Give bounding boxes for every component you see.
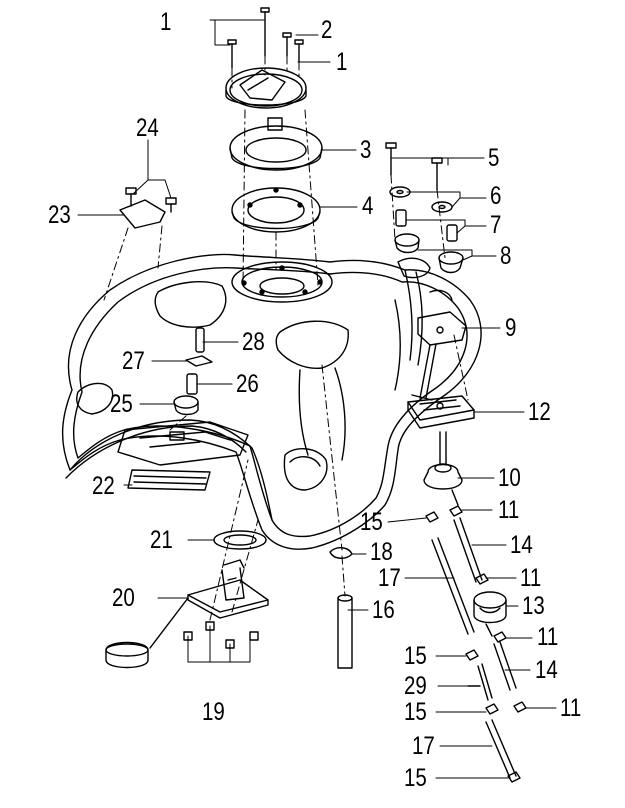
callout-16: 16	[372, 596, 395, 624]
callout-11-a: 11	[498, 496, 520, 524]
callout-15-a: 15	[360, 508, 383, 536]
gasket	[231, 187, 321, 233]
callout-11-b: 11	[520, 564, 542, 592]
callout-19: 19	[202, 698, 225, 726]
callout-14-a: 14	[510, 531, 533, 559]
callout-20: 20	[112, 584, 135, 612]
callout-17-b: 17	[412, 732, 435, 760]
callout-28: 28	[242, 328, 265, 356]
callout-21: 21	[150, 526, 173, 554]
alignment-lines-right	[390, 174, 469, 401]
sender-nuts	[183, 621, 259, 649]
cap-screws	[227, 7, 304, 69]
callout-2: 2	[321, 16, 333, 44]
callout-23: 23	[48, 201, 71, 229]
rear-mount-hardware	[173, 327, 213, 416]
callout-26: 26	[236, 370, 259, 398]
callout-22: 22	[92, 472, 115, 500]
callout-24: 24	[136, 114, 159, 142]
fuel-hoses	[431, 517, 517, 779]
callout-12: 12	[528, 398, 551, 426]
callout-29: 29	[404, 672, 427, 700]
fuel-filter	[473, 591, 507, 637]
leader-lines	[77, 19, 557, 779]
callout-1-right: 1	[336, 48, 348, 76]
fuel-cap	[225, 67, 307, 109]
fuel-sender	[105, 530, 269, 669]
washers	[389, 186, 453, 213]
callout-11-d: 11	[560, 694, 582, 722]
alignment-lines-center	[231, 55, 319, 286]
callout-14-b: 14	[535, 656, 558, 684]
callout-18: 18	[370, 538, 393, 566]
callout-13: 13	[522, 592, 545, 620]
breather-tube	[329, 547, 353, 669]
callout-10: 10	[498, 464, 521, 492]
callout-1-top: 1	[160, 8, 172, 36]
foot-pad	[407, 395, 475, 429]
callout-6: 6	[490, 182, 502, 210]
callout-15-d: 15	[404, 764, 427, 792]
callout-15-b: 15	[404, 642, 427, 670]
fuel-tank	[61, 253, 482, 550]
callout-9: 9	[505, 314, 517, 342]
alignment-lines-breather	[321, 364, 346, 597]
callout-5: 5	[488, 144, 500, 172]
alignment-lines-left	[103, 225, 259, 621]
callout-15-c: 15	[404, 698, 427, 726]
callout-3: 3	[360, 136, 372, 164]
front-bracket	[119, 187, 177, 229]
mount-bolts	[385, 142, 443, 191]
callout-25: 25	[110, 390, 133, 418]
cap-ring	[229, 117, 323, 171]
rubber-grommets	[394, 233, 464, 274]
under-tray	[117, 421, 249, 466]
callout-4: 4	[362, 192, 374, 220]
callout-17-a: 17	[378, 564, 401, 592]
callout-11-c: 11	[537, 623, 559, 651]
rubber-pad	[127, 469, 211, 491]
fuel-valve	[423, 431, 463, 506]
callout-7: 7	[490, 211, 502, 239]
callout-8: 8	[500, 242, 512, 270]
collars	[395, 209, 458, 242]
callout-27: 27	[122, 347, 145, 375]
